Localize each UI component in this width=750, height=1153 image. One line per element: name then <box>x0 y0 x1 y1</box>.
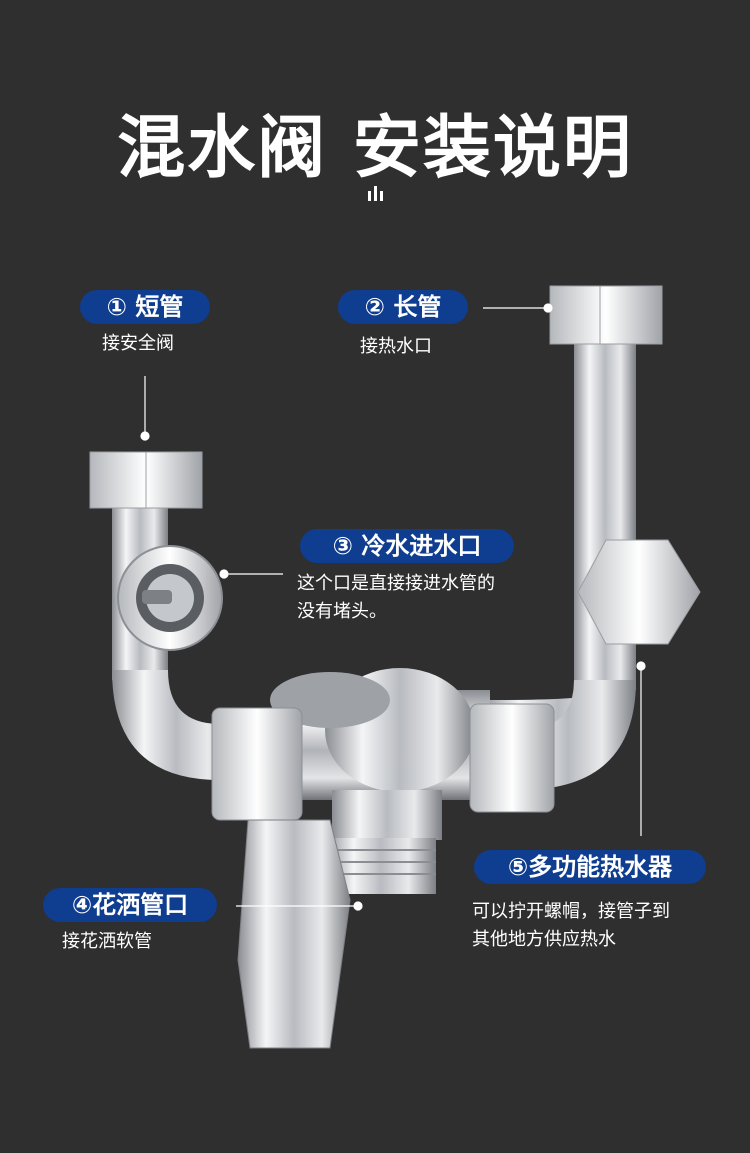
label-multi-heater-desc-line-2: 其他地方供应热水 <box>472 929 616 950</box>
label-short-pipe: ① 短管 <box>80 290 210 324</box>
label-multi-heater-desc-line-1: 可以拧开螺帽，接管子到 <box>472 901 670 922</box>
label-shower-port: ④花洒管口 <box>43 888 217 922</box>
page-title: 混水阀 安装说明 <box>117 109 633 188</box>
label-long-pipe: ② 长管 <box>338 290 468 324</box>
valve-handle <box>237 819 351 1049</box>
label-shower-port-desc: 接花洒软管 <box>62 931 152 952</box>
label-multi-heater: ⑤多功能热水器 <box>474 850 706 884</box>
label-cold-inlet-desc-line-2: 没有堵头。 <box>297 601 387 622</box>
cold-water-inlet <box>117 545 223 651</box>
callout-lines <box>140 303 646 911</box>
label-long-pipe-desc: 接热水口 <box>360 336 432 357</box>
label-cold-inlet: ③ 冷水进水口 <box>300 529 514 563</box>
title-bars-icon <box>368 186 383 201</box>
valve-body <box>211 668 555 894</box>
label-short-pipe-desc: 接安全阀 <box>102 333 174 354</box>
label-cold-inlet-desc-line-1: 这个口是直接接进水管的 <box>297 573 495 594</box>
